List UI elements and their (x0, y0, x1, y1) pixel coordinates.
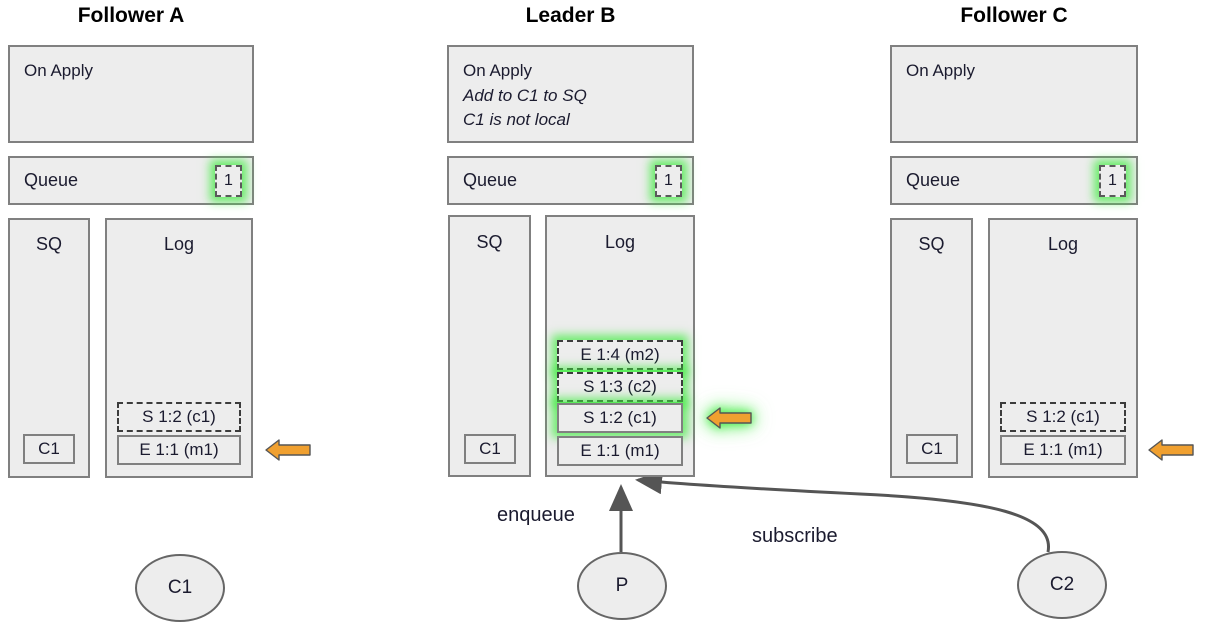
node-title-follower-a: Follower A (77, 4, 185, 27)
edge-label-enqueue: enqueue (497, 504, 575, 526)
log-entry: E 1:1 (m1) (557, 436, 683, 466)
actor-p[interactable]: P (577, 552, 667, 620)
on-apply-box-follower-c: On Apply (890, 45, 1138, 143)
log-entry: E 1:1 (m1) (1000, 435, 1126, 465)
subscribe-connector (635, 470, 1050, 553)
on-apply-heading: On Apply (24, 61, 93, 80)
log-box-follower-c (988, 218, 1138, 478)
sq-label-follower-c: SQ (918, 234, 945, 254)
left-arrow-icon-leader-b (706, 407, 752, 429)
log-entry: S 1:2 (c1) (1000, 402, 1126, 432)
actor-c1[interactable]: C1 (135, 554, 225, 622)
queue-label: Queue (463, 170, 518, 190)
queue-badge: 1 (215, 164, 242, 197)
on-apply-note: Add to C1 to SQ (463, 85, 587, 105)
sq-item-c1: C1 (906, 434, 958, 464)
left-arrow-icon-follower-a (265, 439, 311, 461)
queue-badge: 1 (655, 164, 682, 197)
on-apply-note: C1 is not local (463, 110, 570, 130)
queue-badge: 1 (1099, 164, 1126, 197)
sq-box-leader-b (448, 215, 531, 477)
log-entry: E 1:1 (m1) (117, 435, 241, 465)
log-entry: S 1:3 (c2) (557, 372, 683, 402)
node-title-leader-b: Leader B (525, 4, 616, 27)
queue-label: Queue (24, 170, 79, 190)
on-apply-heading: On Apply (906, 61, 975, 80)
sq-item-c1: C1 (23, 434, 75, 464)
log-entry: S 1:2 (c1) (117, 402, 241, 432)
on-apply-box-follower-a: On Apply (8, 45, 254, 143)
log-entry: E 1:4 (m2) (557, 340, 683, 370)
queue-label: Queue (906, 170, 961, 190)
log-label-leader-b: Log (604, 232, 636, 252)
queue-box-follower-c[interactable]: Queue 1 (890, 156, 1138, 205)
queue-box-follower-a[interactable]: Queue 1 (8, 156, 254, 205)
log-label-follower-c: Log (1047, 234, 1079, 254)
node-title-follower-c: Follower C (960, 4, 1068, 27)
on-apply-heading: On Apply (463, 61, 532, 80)
log-label-follower-a: Log (163, 234, 195, 254)
queue-box-leader-b[interactable]: Queue 1 (447, 156, 694, 205)
edge-label-subscribe: subscribe (752, 525, 838, 547)
sq-label-follower-a: SQ (35, 234, 62, 254)
on-apply-box-leader-b: On Apply Add to C1 to SQ C1 is not local (447, 45, 694, 143)
actor-c2[interactable]: C2 (1017, 551, 1107, 619)
left-arrow-icon-follower-c (1148, 439, 1194, 461)
sq-label-leader-b: SQ (476, 232, 503, 252)
log-entry: S 1:2 (c1) (557, 403, 683, 433)
sq-item-c1: C1 (464, 434, 516, 464)
log-box-follower-a (105, 218, 253, 478)
